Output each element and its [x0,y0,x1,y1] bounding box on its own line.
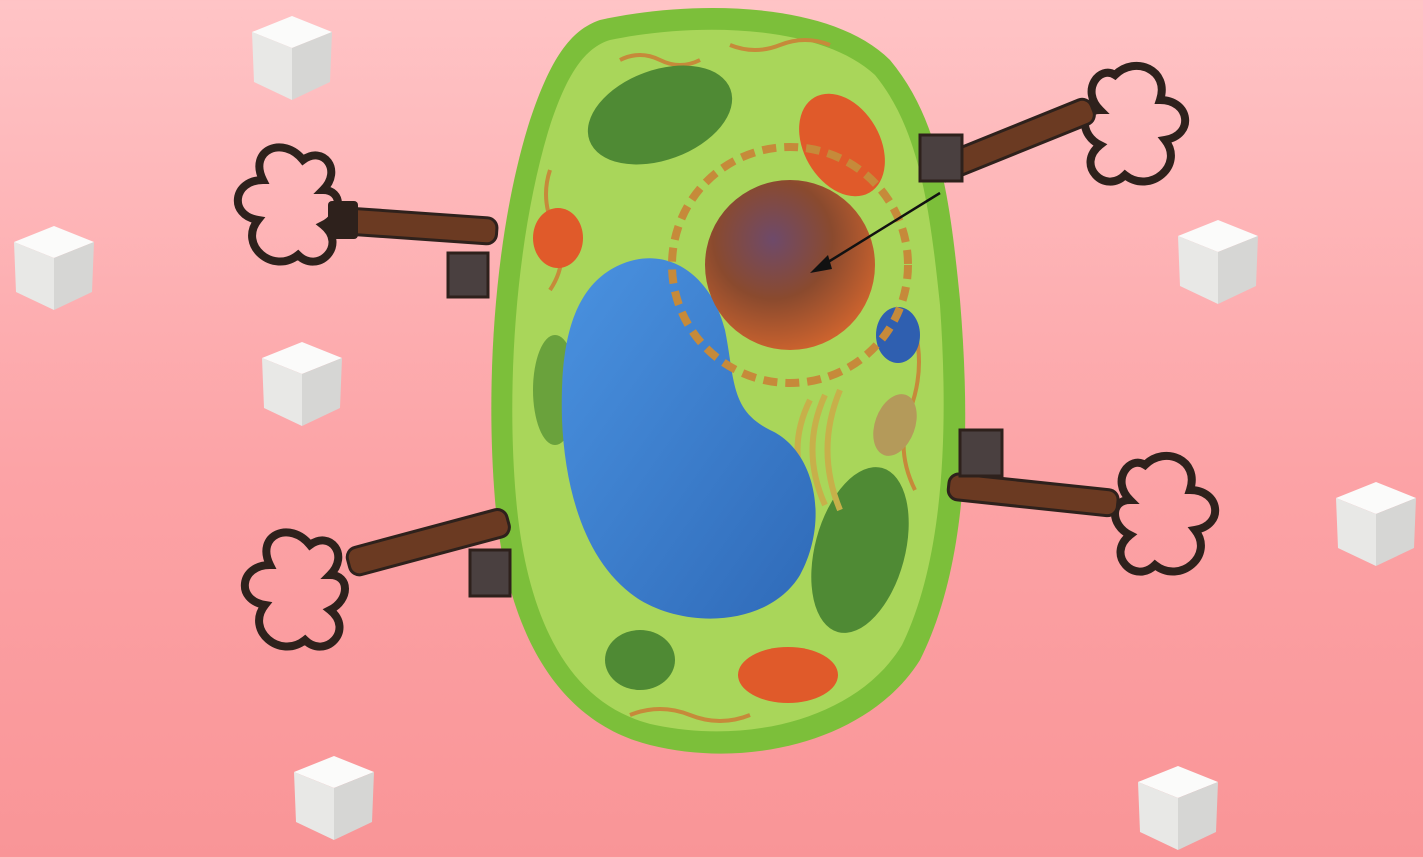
sugar-cube-icon [8,222,100,314]
sugar-cube-icon [256,338,348,430]
sugar-cube-icon [1132,762,1224,854]
plant-cell [470,0,990,780]
chloroplast [605,630,675,690]
key-icon [945,425,1225,610]
sugar-cube-icon [1172,216,1264,308]
key-icon [915,60,1195,220]
sugar-cube-icon [246,12,338,104]
sugar-cube-icon [1330,478,1422,570]
key-icon [228,135,518,300]
sugar-cube-icon [288,752,380,844]
arrow-icon [800,185,950,285]
key-icon [240,505,530,675]
mitochondrion [533,208,583,268]
mitochondrion [738,647,838,703]
